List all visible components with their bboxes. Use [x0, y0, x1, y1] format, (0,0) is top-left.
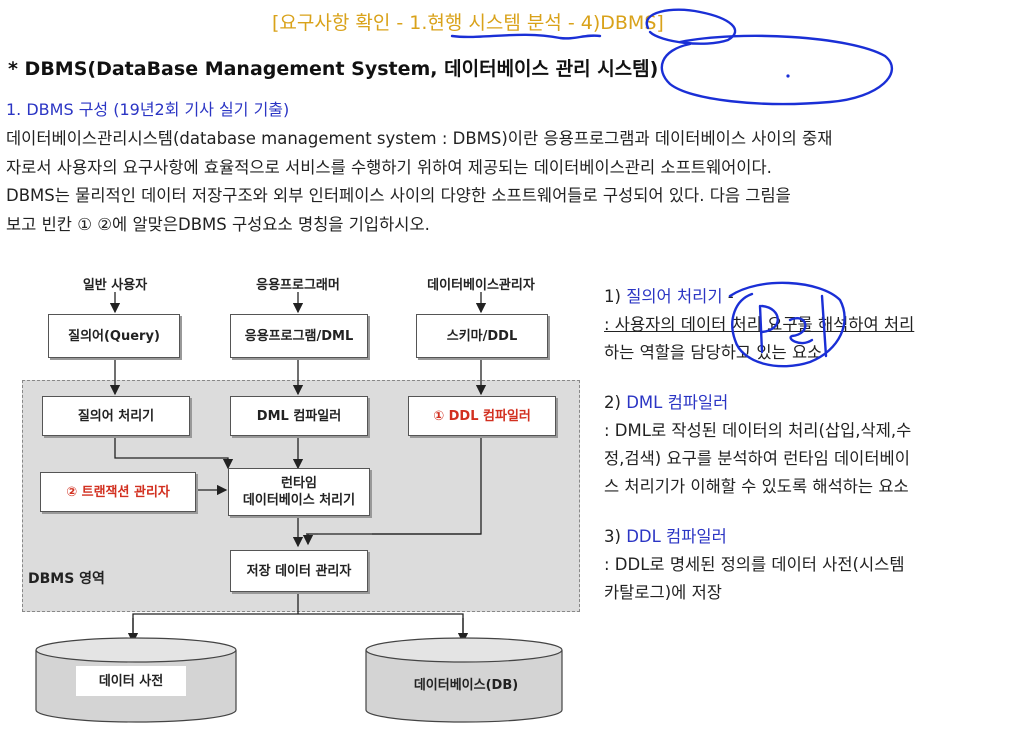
answer-desc-line: 정,검색) 요구를 분석하여 런타임 데이터베이: [604, 449, 910, 468]
schema-ddl-box: 스키마/DDL: [416, 314, 548, 358]
app-program-dml-box: 응용프로그램/DML: [230, 314, 368, 358]
paragraph-line: 자로서 사용자의 요구사항에 효율적으로 서비스를 수행하기 위하여 제공되는 …: [6, 157, 772, 177]
answer-desc-line: 스 처리기가 이해할 수 있도록 해석하는 요소: [604, 477, 909, 496]
answer-item: 3) DDL 컴파일러 : DDL로 명세된 정의를 데이터 사전(시스템 카탈…: [604, 523, 1009, 607]
runtime-db-processor-box: 런타임 데이터베이스 처리기: [228, 468, 370, 516]
answer-name: 질의어 처리기: [626, 287, 723, 306]
answer-desc-line: 하는 역할을 담당하고 있는 요소: [604, 343, 823, 362]
answer-item: 1) 질의어 처리기 - : 사용자의 데이터 처리 요구를 해석하여 처리 하…: [604, 283, 1009, 367]
answer-desc-line: 카탈로그)에 저장: [604, 583, 722, 602]
answer-title: 3) DDL 컴파일러: [604, 523, 1009, 551]
storage-manager-box: 저장 데이터 관리자: [230, 550, 368, 592]
runtime-label-line2: 데이터베이스 처리기: [242, 493, 356, 508]
answer-number: 1): [604, 287, 621, 306]
dml-compiler-box: DML 컴파일러: [230, 396, 368, 436]
actor-general-user: 일반 사용자: [82, 278, 148, 293]
dbms-diagram: 일반 사용자 응용프로그래머 데이터베이스관리자 질의어(Query) 응용프로…: [18, 268, 588, 736]
intro-paragraph: 데이터베이스관리시스템(database management system :…: [6, 125, 1010, 239]
underline-scribble: [450, 33, 602, 40]
query-box: 질의어(Query): [48, 314, 180, 358]
actor-app-programmer: 응용프로그래머: [256, 278, 340, 293]
paragraph-line: 데이터베이스관리시스템(database management system :…: [6, 129, 833, 148]
answer-desc-line: : DML로 작성된 데이터의 처리(삽입,삭제,수: [604, 421, 912, 440]
answer-number: 3): [604, 527, 621, 546]
dbms-area-label: DBMS 영역: [28, 571, 105, 587]
answer-name: DDL 컴파일러: [626, 527, 727, 546]
subsection-title: 1. DBMS 구성 (19년2회 기사 실기 기출): [6, 100, 290, 119]
answer-number: 2): [604, 393, 621, 412]
answer-title: 2) DML 컴파일러: [604, 389, 1009, 417]
answer-list: 1) 질의어 처리기 - : 사용자의 데이터 처리 요구를 해석하여 처리 하…: [604, 283, 1009, 629]
query-processor-box: 질의어 처리기: [42, 396, 190, 436]
answer-desc-line: : 사용자의 데이터 처리 요구를 해석하여 처리: [604, 315, 915, 334]
transaction-manager-box: ② 트랜잭션 관리자: [40, 472, 196, 512]
answer-desc-line: : DDL로 명세된 정의를 데이터 사전(시스템: [604, 555, 905, 574]
answer-suffix: -: [727, 287, 734, 306]
answer-title: 1) 질의어 처리기 -: [604, 283, 1009, 311]
runtime-label-line1: 런타임: [281, 476, 317, 491]
paragraph-line: DBMS는 물리적인 데이터 저장구조와 외부 인터페이스 사이의 다양한 소프…: [6, 186, 791, 205]
paragraph-line: 보고 빈칸 ① ②에 알맞은DBMS 구성요소 명칭을 기입하시오.: [6, 214, 430, 234]
answer-name: DML 컴파일러: [626, 393, 729, 412]
section-heading: * DBMS(DataBase Management System, 데이터베이…: [8, 58, 659, 80]
answer-item: 2) DML 컴파일러 : DML로 작성된 데이터의 처리(삽입,삭제,수 정…: [604, 389, 1009, 501]
ddl-compiler-box: ① DDL 컴파일러: [408, 396, 556, 436]
data-dictionary-label: 데이터 사전: [76, 666, 186, 696]
database-label: 데이터베이스(DB): [413, 678, 519, 693]
page-title: [요구사항 확인 - 1.현행 시스템 분석 - 4)DBMS]: [272, 12, 664, 34]
actor-db-admin: 데이터베이스관리자: [427, 278, 535, 293]
circle-scribble-large: [660, 34, 893, 106]
